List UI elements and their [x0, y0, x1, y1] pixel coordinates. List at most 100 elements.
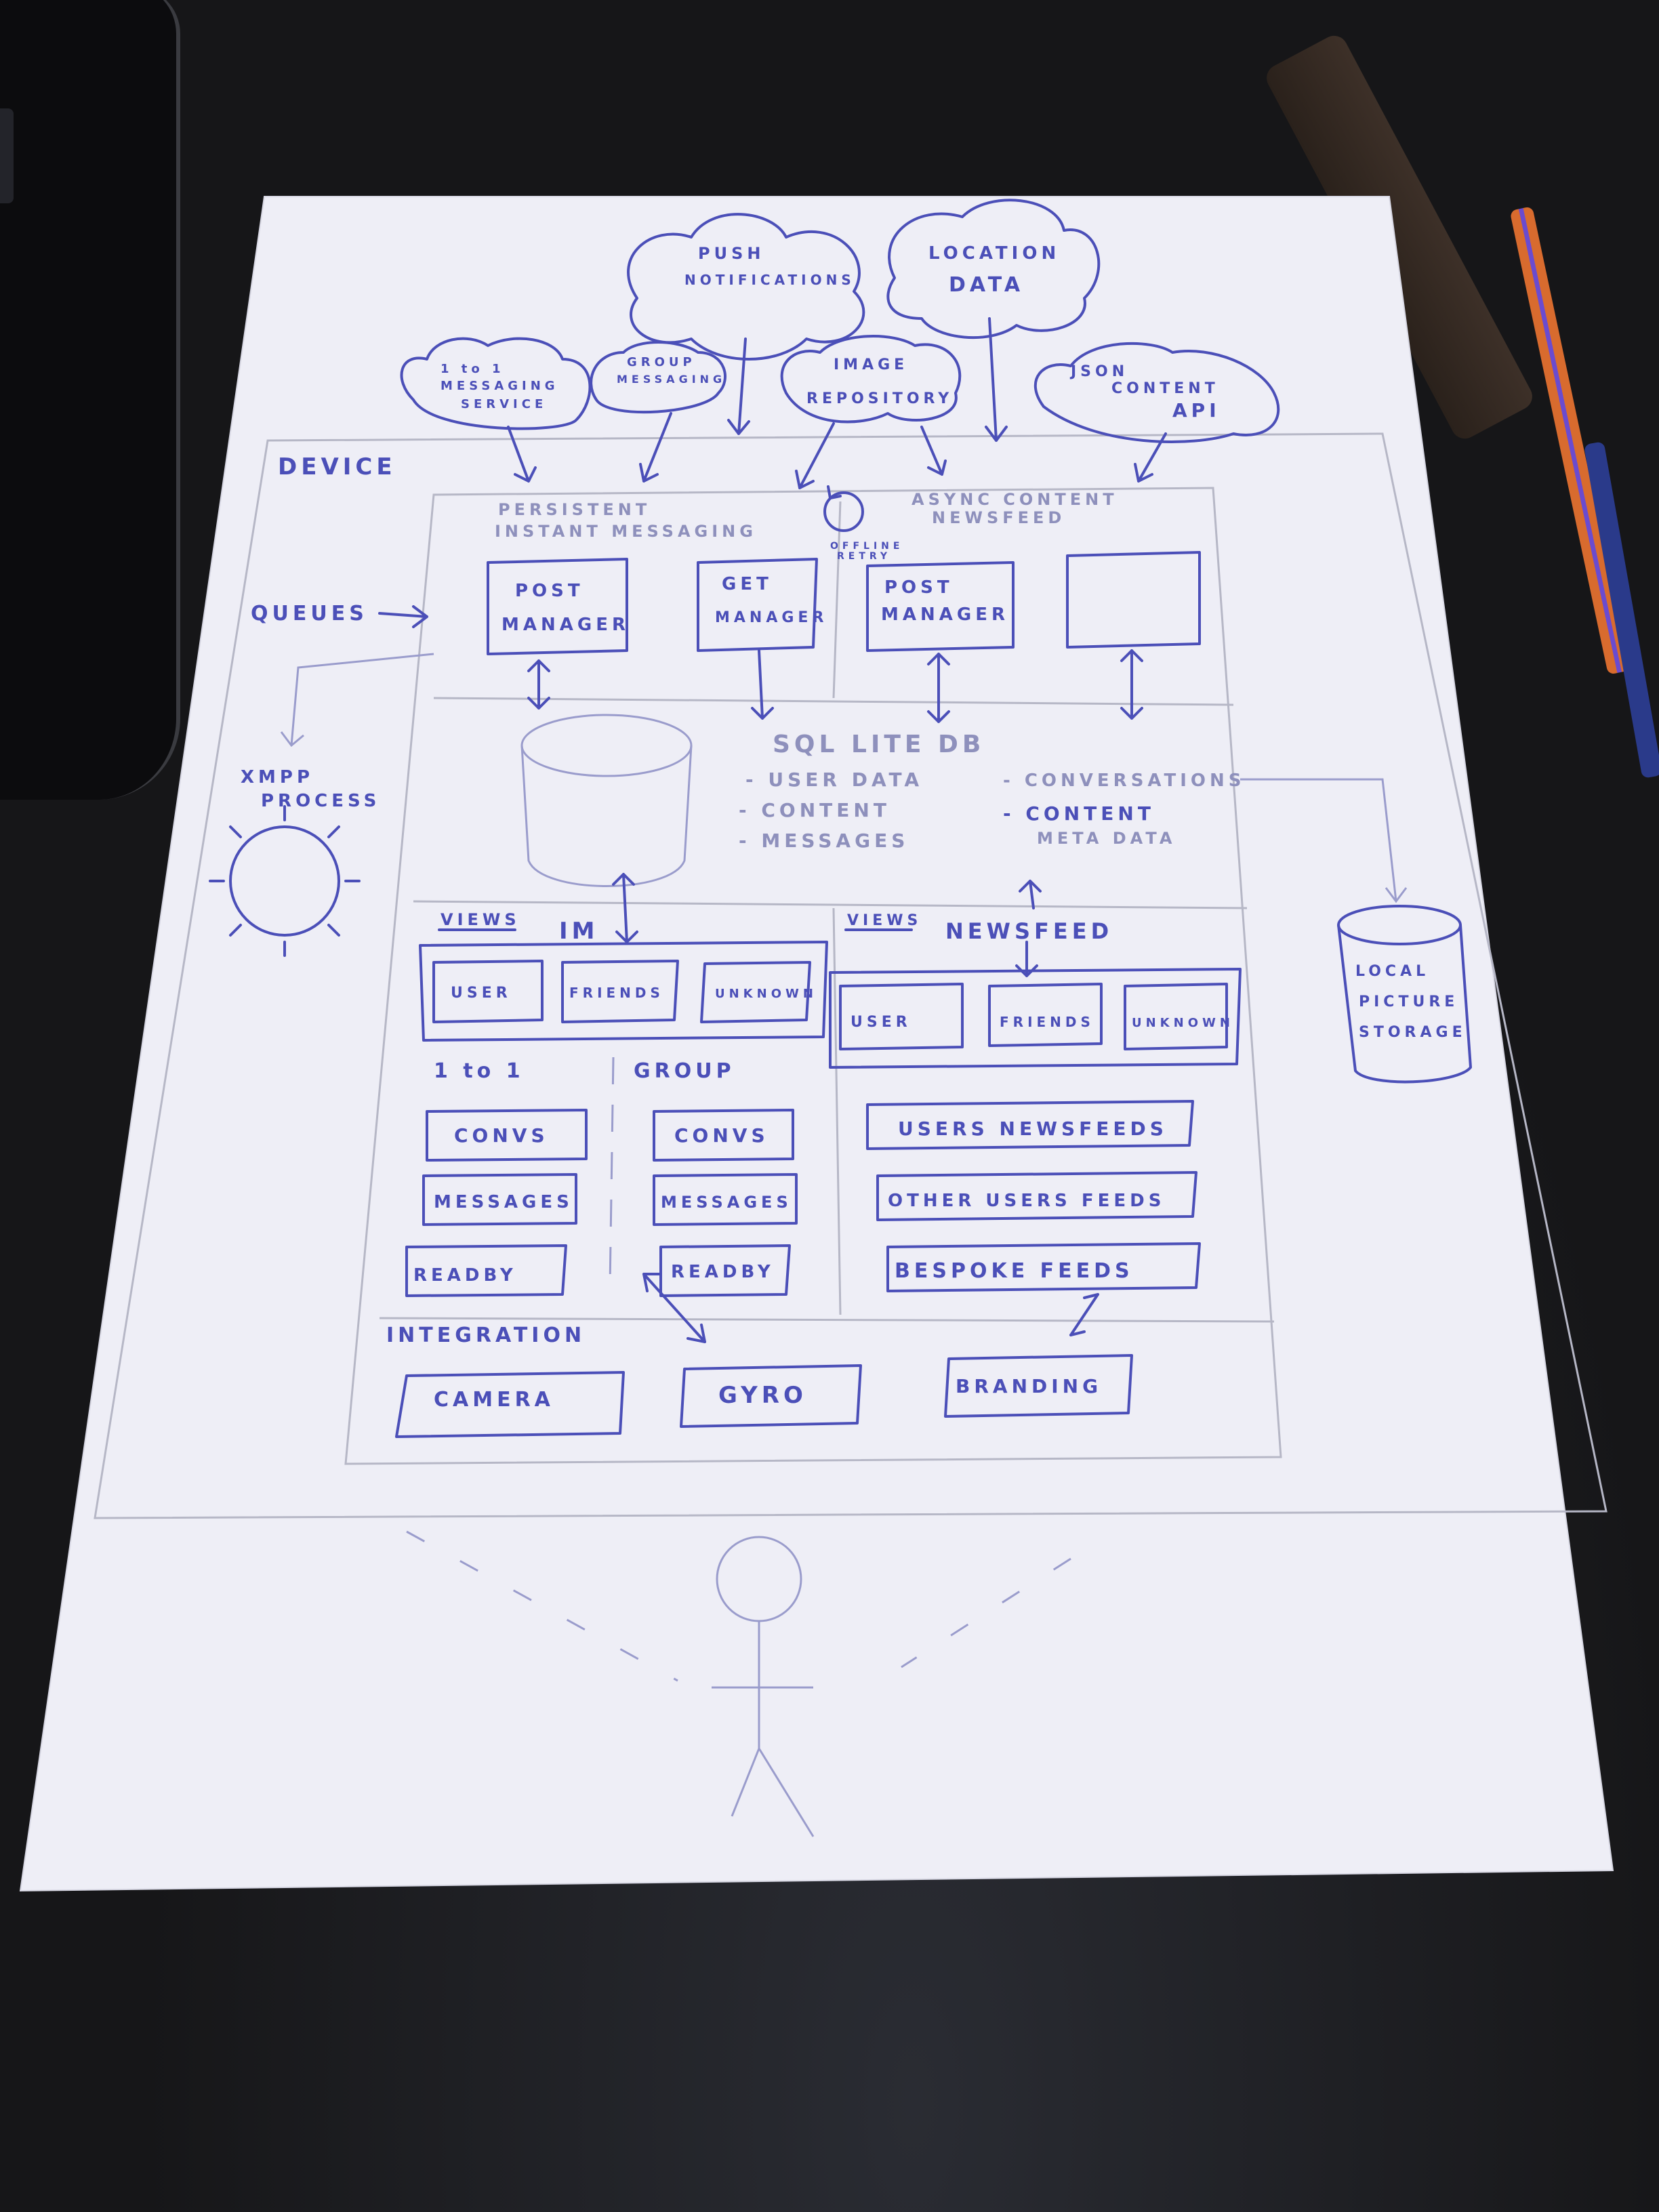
manager-text: POST	[515, 581, 584, 601]
manager-text: GET	[722, 574, 773, 594]
manager-text: POST	[884, 577, 954, 598]
manager-text: MANAGER	[881, 605, 1009, 625]
divider	[413, 900, 1248, 909]
cloud-text: LOCATION	[928, 243, 1060, 264]
gear-icon	[209, 805, 361, 957]
db-view-arrows	[612, 873, 1042, 977]
laptop-edge	[0, 0, 180, 800]
queues-arrow	[378, 605, 428, 628]
im-tab-label: FRIENDS	[569, 985, 664, 1001]
xmpp-arrow	[280, 653, 434, 747]
cloud-text: IMAGE	[834, 356, 908, 373]
sqlite-item: - CONTENT	[1003, 802, 1155, 825]
group-item: MESSAGES	[661, 1193, 792, 1212]
integration-label: INTEGRATION	[386, 1324, 586, 1347]
cloud-text: MESSAGING	[441, 379, 559, 393]
user-stick-figure	[406, 1530, 1071, 1837]
cloud-messaging-service: 1 to 1 MESSAGING SERVICE	[400, 337, 592, 430]
nf-tab-label: FRIENDS	[1000, 1014, 1094, 1030]
divider	[379, 1317, 1275, 1323]
group-item: READBY	[671, 1262, 775, 1282]
one-to-one-item: CONVS	[454, 1124, 549, 1147]
xmpp-label: PROCESS	[261, 791, 380, 811]
cloud-group-messaging: GROUP MESSAGING	[590, 341, 726, 414]
sqlite-item: - CONVERSATIONS	[1003, 771, 1246, 791]
queues-label: QUEUES	[251, 602, 368, 626]
device-frame	[94, 432, 1607, 1519]
cloud-push-notifications: PUSH NOTIFICATIONS	[627, 213, 865, 361]
async-newsfeed-label: NEWSFEED	[932, 508, 1065, 527]
offline-retry-label: OFFLINE	[830, 541, 903, 552]
integration-arrow	[1069, 1293, 1099, 1336]
xmpp-label: XMPP	[241, 767, 314, 787]
newsfeed-tabs: USER FRIENDS UNKNOWN	[839, 983, 1234, 1050]
im-views-panel	[419, 941, 828, 1042]
manager-text: MANAGER	[501, 615, 630, 635]
cloud-text: GROUP	[627, 355, 696, 369]
views-label-newsfeed: VIEWS	[847, 912, 922, 929]
storage-text: STORAGE	[1359, 1024, 1467, 1041]
views-label-im: VIEWS	[441, 910, 520, 929]
integration-item: CAMERA	[434, 1388, 554, 1412]
sqlite-db-cylinder	[520, 714, 693, 887]
im-label: IM	[559, 918, 598, 945]
persistent-im-label: PERSISTENT	[498, 500, 651, 519]
im-tab-label: USER	[451, 985, 512, 1002]
integration-item: GYRO	[718, 1382, 807, 1409]
feed-item: OTHER USERS FEEDS	[888, 1191, 1165, 1211]
cloud-text: REPOSITORY	[806, 390, 953, 407]
sqlite-item: - USER DATA	[745, 769, 923, 791]
async-newsfeed-label: ASYNC CONTENT	[912, 490, 1118, 509]
newsfeed-label: NEWSFEED	[945, 918, 1113, 944]
nf-tab-label: UNKNOWN	[1132, 1016, 1234, 1030]
im-tabs: USER FRIENDS UNKNOWN	[432, 960, 817, 1023]
offline-retry-icon: OFFLINE RETRY	[823, 485, 903, 562]
persistent-im-label: INSTANT MESSAGING	[495, 522, 757, 541]
cloud-text: DATA	[949, 273, 1024, 297]
one-to-one-label: 1 to 1	[434, 1059, 525, 1083]
app-frame	[344, 487, 1282, 1465]
cloud-text: NOTIFICATIONS	[684, 272, 855, 288]
laptop-key	[0, 108, 14, 203]
im-divider	[609, 1057, 615, 1288]
group-list: CONVS MESSAGES READBY	[653, 1109, 798, 1297]
get-manager: GET MANAGER	[697, 558, 827, 652]
cloud-text: MESSAGING	[617, 373, 726, 386]
cloud-text: API	[1172, 399, 1221, 422]
cloud-location-data: LOCATION DATA	[886, 199, 1101, 340]
cloud-arrows	[507, 317, 1167, 489]
divider	[832, 907, 842, 1315]
cloud-image-repository: IMAGE REPOSITORY	[780, 335, 962, 424]
feed-item: USERS NEWSFEEDS	[898, 1118, 1168, 1140]
im-tab-label: UNKNOWN	[715, 987, 817, 1001]
integration-arrow	[642, 1273, 706, 1343]
group-label: GROUP	[634, 1059, 735, 1083]
divider	[433, 697, 1234, 706]
sqlite-item: - MESSAGES	[739, 830, 909, 852]
storage-text: PICTURE	[1359, 994, 1458, 1010]
feeds-list: USERS NEWSFEEDS OTHER USERS FEEDS BESPOK…	[866, 1100, 1201, 1292]
manager-arrows	[527, 649, 1143, 723]
newsfeed-views-panel	[829, 968, 1242, 1069]
one-to-one-list: CONVS MESSAGES READBY	[405, 1109, 588, 1297]
cloud-text: SERVICE	[461, 397, 547, 411]
offline-retry-label: RETRY	[837, 551, 891, 562]
group-item: CONVS	[674, 1124, 769, 1147]
divider	[832, 501, 842, 699]
cloud-text: PUSH	[698, 244, 764, 263]
one-to-one-item: MESSAGES	[434, 1192, 573, 1212]
post-manager-1: POST MANAGER	[487, 558, 630, 655]
one-to-one-item: READBY	[413, 1265, 517, 1286]
nf-tab-label: USER	[851, 1014, 912, 1031]
feed-item: BESPOKE FEEDS	[895, 1259, 1134, 1283]
sqlite-title: SQL LITE DB	[773, 731, 985, 758]
manager-text: MANAGER	[715, 609, 827, 626]
storage-text: LOCAL	[1355, 963, 1429, 980]
paper-surface	[19, 196, 1614, 1892]
integration-items: CAMERA GYRO BRANDING	[395, 1354, 1133, 1438]
cloud-text: JSON	[1069, 363, 1128, 380]
cloud-text: CONTENT	[1111, 380, 1219, 397]
storage-arrow	[1240, 778, 1408, 903]
sqlite-item: - CONTENT	[739, 799, 890, 821]
